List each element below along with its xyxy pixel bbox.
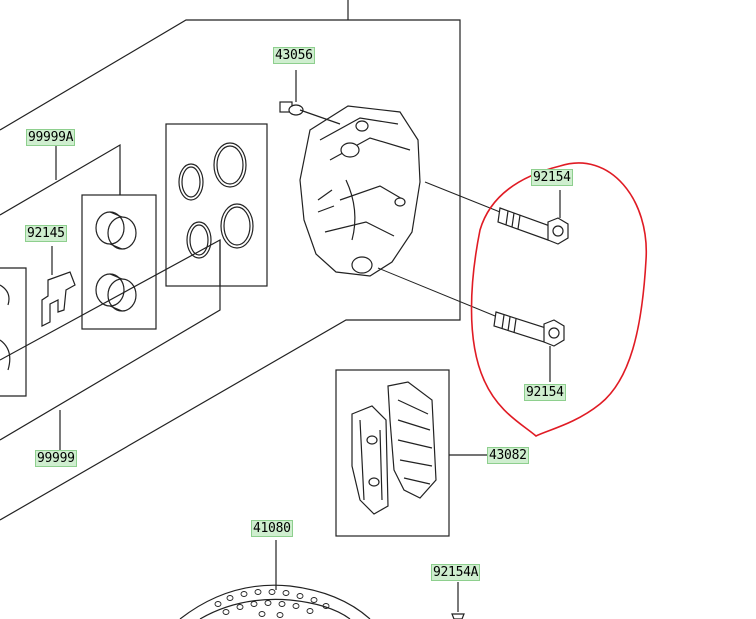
label-disc-bolt[interactable]: 92154A (431, 564, 481, 581)
label-bolt-upper[interactable]: 92154 (531, 169, 573, 186)
bolt-upper (497, 190, 569, 245)
bleeder-valve (279, 70, 341, 125)
pistons (95, 211, 137, 312)
label-caliper-kit-lower[interactable]: 99999 (35, 450, 77, 467)
caliper-body (299, 105, 421, 277)
disc-holes (214, 589, 330, 618)
label-caliper-kit-upper[interactable]: 99999A (26, 129, 76, 146)
bolt-lower (493, 311, 565, 382)
pad-spring (41, 246, 76, 327)
kit-frame (0, 238, 221, 441)
subkit-frame (0, 143, 121, 216)
seals-box (165, 123, 268, 287)
annotation-circle (470, 162, 647, 437)
label-bolt-lower[interactable]: 92154 (524, 384, 566, 401)
pads-box (335, 369, 450, 537)
label-pad-spring[interactable]: 92145 (25, 225, 67, 242)
seals (178, 142, 254, 259)
label-brake-pads[interactable]: 43082 (487, 447, 529, 464)
brake-disc (179, 540, 371, 619)
label-bleeder-valve[interactable]: 43056 (273, 47, 315, 64)
disc-bolt (451, 582, 465, 619)
label-brake-disc[interactable]: 41080 (251, 520, 293, 537)
main-frame (0, 19, 461, 521)
pistons-box (81, 194, 157, 330)
brake-pads (351, 381, 437, 515)
